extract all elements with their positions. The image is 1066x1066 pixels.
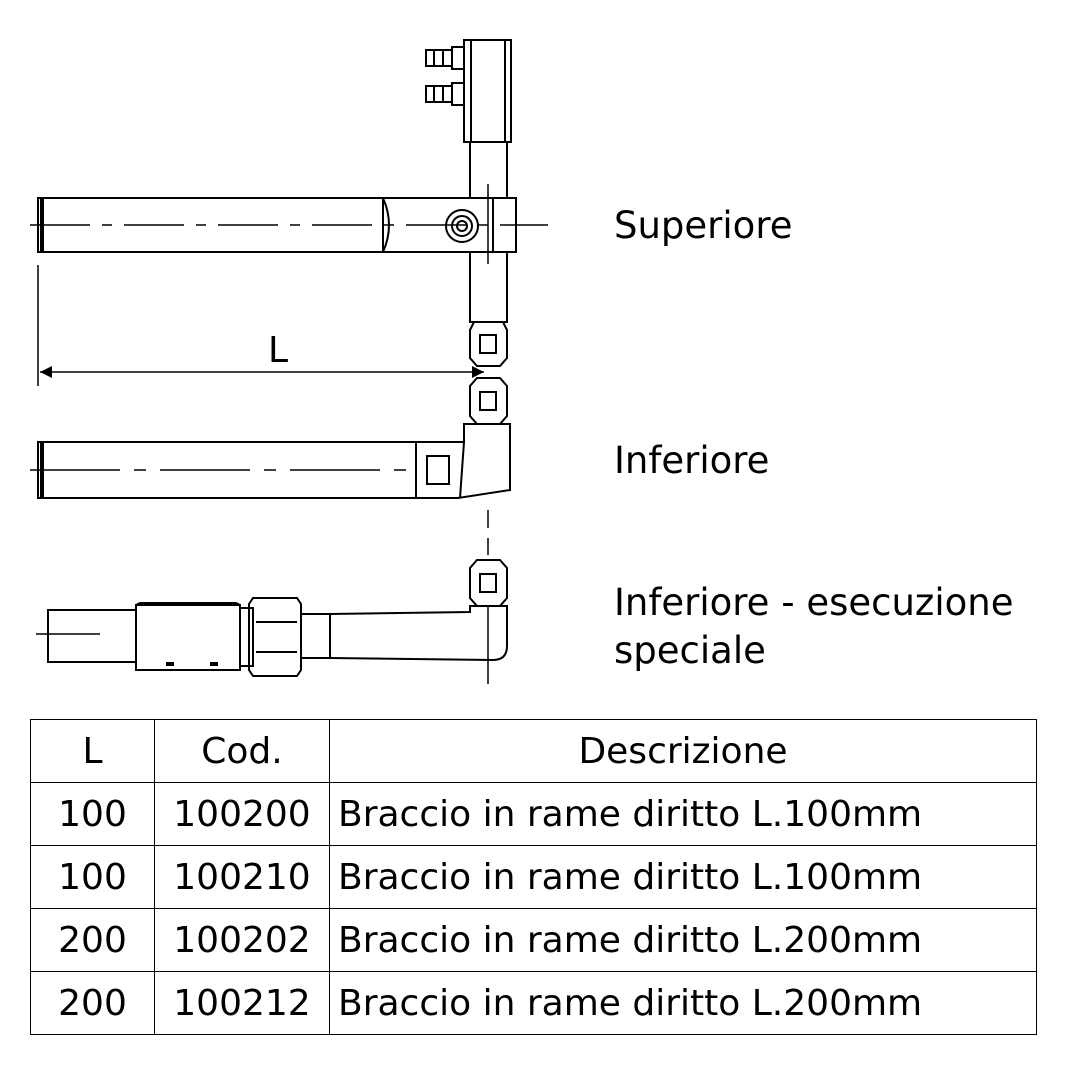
header-l: L (30, 719, 155, 783)
cell-l: 100 (30, 782, 155, 846)
upper-hose-barb-bottom (425, 82, 465, 106)
cell-descrizione: Braccio in rame diritto L.100mm (329, 782, 1037, 846)
cell-cod: 100210 (154, 845, 330, 909)
special-bent-pipe (301, 605, 508, 662)
technical-drawing: L (30, 39, 548, 684)
cell-descrizione: Braccio in rame diritto L.200mm (329, 971, 1037, 1035)
table-row: 200 100212 Braccio in rame diritto L.200… (30, 971, 1037, 1035)
cell-cod: 100212 (154, 971, 330, 1035)
cell-l: 100 (30, 845, 155, 909)
lower-clamp-block (415, 423, 511, 499)
special-lower-arm (47, 559, 508, 677)
label-lower: Inferiore (614, 439, 770, 482)
special-nut (248, 597, 302, 677)
cell-l: 200 (30, 908, 155, 972)
upper-arm (37, 39, 517, 367)
label-special-line2: speciale (614, 629, 766, 672)
cell-l: 200 (30, 971, 155, 1035)
label-special-line1: Inferiore - esecuzione (614, 581, 1014, 624)
special-end-rod (47, 609, 137, 663)
upper-electrode-tip (469, 321, 508, 367)
label-upper: Superiore (614, 204, 793, 247)
lower-electrode-tip (469, 377, 508, 425)
lower-arm (37, 377, 511, 499)
upper-hose-barb-top (425, 46, 465, 70)
header-cod: Cod. (154, 719, 330, 783)
cell-descrizione: Braccio in rame diritto L.100mm (329, 845, 1037, 909)
header-descrizione: Descrizione (329, 719, 1037, 783)
cell-cod: 100200 (154, 782, 330, 846)
cell-descrizione: Braccio in rame diritto L.200mm (329, 908, 1037, 972)
dimension-line (37, 265, 484, 386)
table-header-row: L Cod. Descrizione (30, 719, 1037, 783)
center-lines (30, 184, 548, 684)
upper-clamp-screw (445, 209, 479, 243)
dimension-label: L (268, 330, 288, 371)
special-electrode-tip (469, 559, 508, 607)
table-row: 100 100200 Braccio in rame diritto L.100… (30, 782, 1037, 846)
cell-cod: 100202 (154, 908, 330, 972)
spec-table: L Cod. Descrizione 100 100200 Braccio in… (30, 719, 1037, 1035)
table-row: 100 100210 Braccio in rame diritto L.100… (30, 845, 1037, 909)
table-row: 200 100202 Braccio in rame diritto L.200… (30, 908, 1037, 972)
special-sleeve (135, 604, 241, 671)
